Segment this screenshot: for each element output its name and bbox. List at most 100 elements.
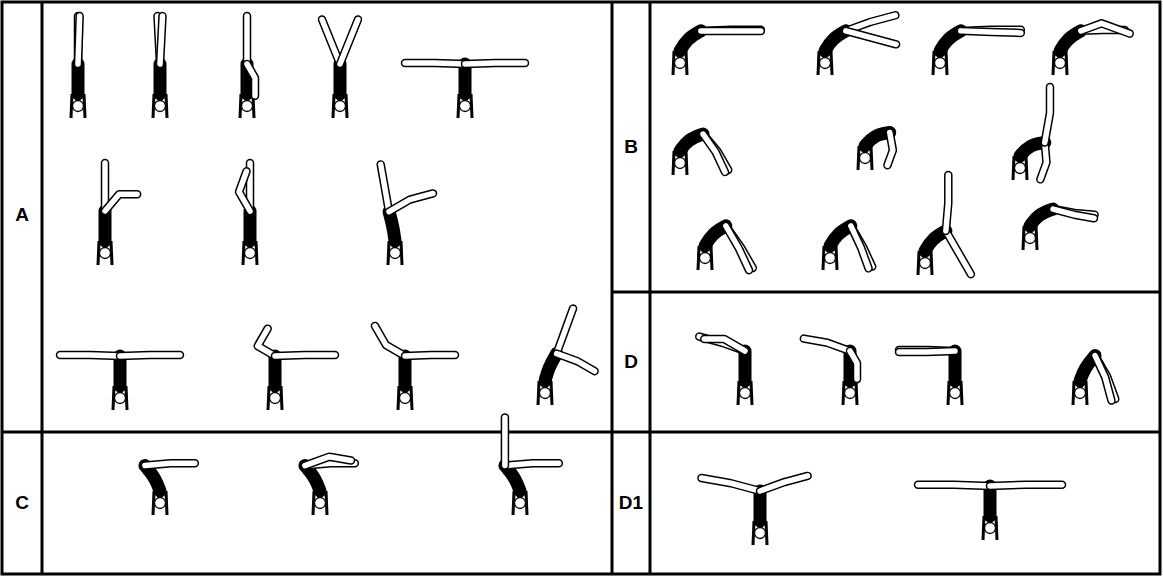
arm [1086, 381, 1087, 405]
leg [465, 63, 525, 64]
torso [269, 356, 282, 386]
torso [334, 64, 347, 94]
grid-line [612, 431, 1160, 434]
torso [72, 64, 85, 94]
leg-outline [557, 309, 573, 354]
leg [340, 19, 358, 64]
gymnast-figure [673, 134, 728, 175]
torso [389, 212, 395, 241]
leg [1095, 356, 1111, 401]
arm [918, 251, 919, 275]
arm [698, 246, 699, 270]
leg [1081, 23, 1130, 33]
leg-outline [1095, 356, 1111, 401]
arm [98, 241, 99, 265]
head [400, 393, 411, 404]
leg-outline [1045, 87, 1050, 143]
gymnast-figure [858, 132, 893, 170]
head [740, 388, 751, 399]
gymnast-figure [1013, 87, 1050, 180]
leg-outline [946, 231, 971, 274]
leg [887, 132, 892, 165]
arm [111, 241, 112, 265]
leg-outline [340, 19, 358, 64]
head [390, 248, 401, 259]
leg [258, 329, 275, 356]
arm [858, 146, 859, 170]
gymnast-figure [701, 476, 807, 545]
grid-line [611, 2, 614, 574]
torso [99, 211, 112, 241]
head [155, 498, 166, 509]
head [155, 101, 166, 112]
torso [545, 354, 557, 381]
gymnast-figure [258, 329, 335, 410]
arm [843, 381, 844, 405]
leg-outline [405, 63, 465, 64]
torso [154, 64, 167, 94]
gymnast-figure [71, 16, 85, 118]
leg-outline [961, 31, 1021, 33]
leg [389, 193, 433, 211]
leg [275, 355, 335, 356]
gymnast-figure [918, 485, 1062, 540]
leg-outline [322, 19, 340, 64]
leg [961, 31, 1021, 33]
leg-outline [239, 171, 250, 211]
leg-outline [389, 193, 433, 211]
torso [244, 211, 257, 241]
leg-outline [120, 355, 180, 356]
gymnast-figure [60, 355, 180, 410]
gymnast-figure [698, 226, 753, 270]
leg [502, 418, 508, 466]
torso [739, 351, 752, 381]
arm [766, 521, 767, 545]
arm [526, 491, 527, 515]
arm [751, 381, 752, 405]
gymnast-figure [918, 175, 971, 275]
arm [961, 381, 962, 405]
leg [60, 355, 120, 356]
leg [505, 463, 559, 465]
leg [760, 476, 808, 491]
leg-outline [1053, 209, 1094, 218]
arm [983, 516, 984, 540]
leg-outline [78, 16, 80, 64]
head [515, 498, 526, 509]
leg-outline [501, 418, 510, 466]
leg [244, 16, 250, 64]
gymnast-figure [305, 457, 355, 515]
leg-outline [1040, 142, 1046, 179]
leg [1045, 87, 1050, 143]
torso [940, 31, 961, 51]
torso [680, 134, 703, 151]
arm [948, 381, 949, 405]
gymnast-figure [145, 463, 195, 515]
torso [1030, 209, 1053, 226]
leg [701, 28, 761, 34]
leg-outline [701, 30, 761, 31]
leg-outline [258, 329, 275, 356]
arm [823, 246, 824, 270]
arm [996, 516, 997, 540]
gymnast-figure [381, 164, 433, 265]
head [245, 248, 256, 259]
leg [78, 16, 80, 64]
gymnast-figure [153, 16, 167, 118]
head [1015, 163, 1026, 174]
gymnast-figure [322, 19, 358, 118]
leg [381, 164, 389, 211]
gymnast-figure [1023, 209, 1095, 250]
leg-outline [505, 463, 559, 465]
arm [1053, 51, 1054, 75]
head [1055, 58, 1066, 69]
arm [931, 251, 932, 275]
leg [899, 347, 955, 353]
leg-outline [703, 134, 725, 172]
arm [71, 94, 72, 118]
leg-outline [305, 457, 351, 466]
leg [699, 337, 745, 351]
gymnast-figure [818, 15, 896, 75]
torso [949, 351, 962, 381]
gymnast-figure [239, 163, 257, 265]
